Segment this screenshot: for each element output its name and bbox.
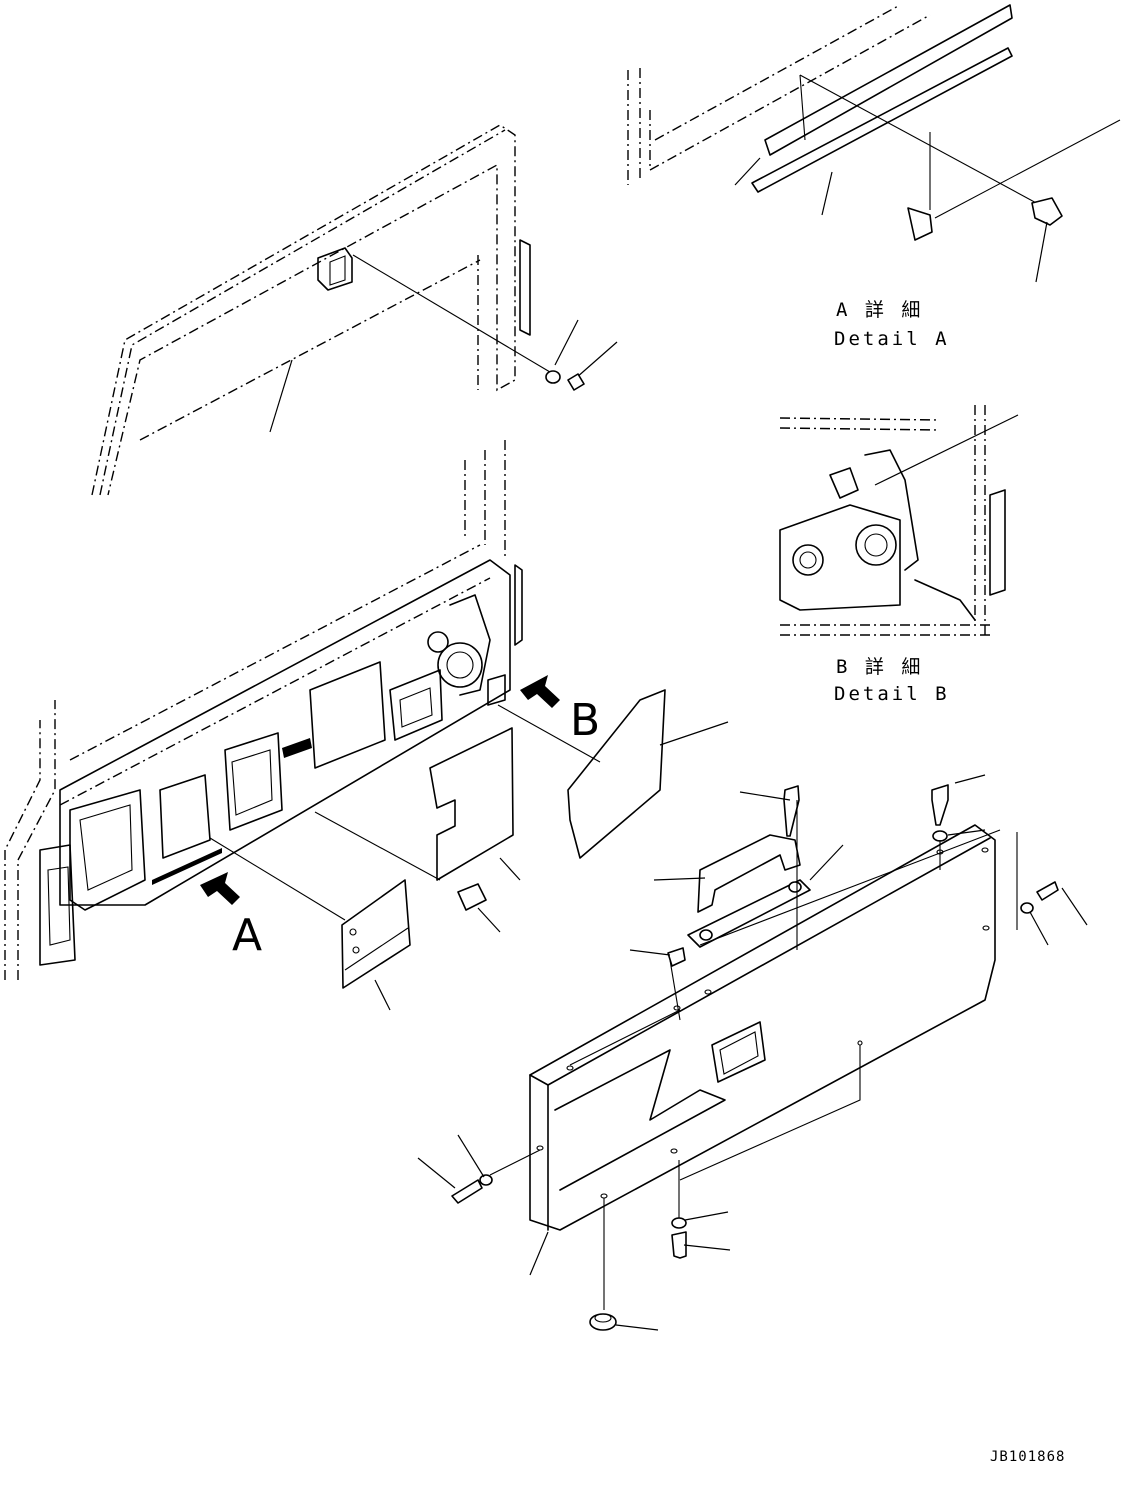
detail-a-label-en: Detail A: [834, 328, 950, 350]
detail-b-view: [779, 405, 1019, 636]
detail-a-label-jp: A 詳 細: [836, 299, 923, 321]
cover-plates: [341, 689, 666, 989]
fasteners-lower: [451, 784, 1059, 1331]
view-a-arrow: [200, 872, 240, 905]
detail-a-view: [627, 4, 1121, 283]
assembly-leaders: [417, 774, 1088, 1331]
trim-cover-assembly: [529, 824, 996, 1231]
view-b-callout: B: [570, 695, 600, 746]
lower-door-panel: [4, 440, 523, 980]
detail-b-label-jp: B 詳 細: [836, 656, 923, 678]
detail-b-label-en: Detail B: [834, 683, 950, 705]
drawing-number: JB101868: [990, 1449, 1065, 1465]
grab-handle: [687, 834, 811, 948]
leader-lines: [209, 254, 729, 1011]
view-b-arrow: [520, 675, 560, 708]
upper-door-frame: [91, 124, 531, 496]
washer-and-bolt-upper: [545, 370, 585, 391]
view-a-callout: A: [232, 910, 262, 961]
